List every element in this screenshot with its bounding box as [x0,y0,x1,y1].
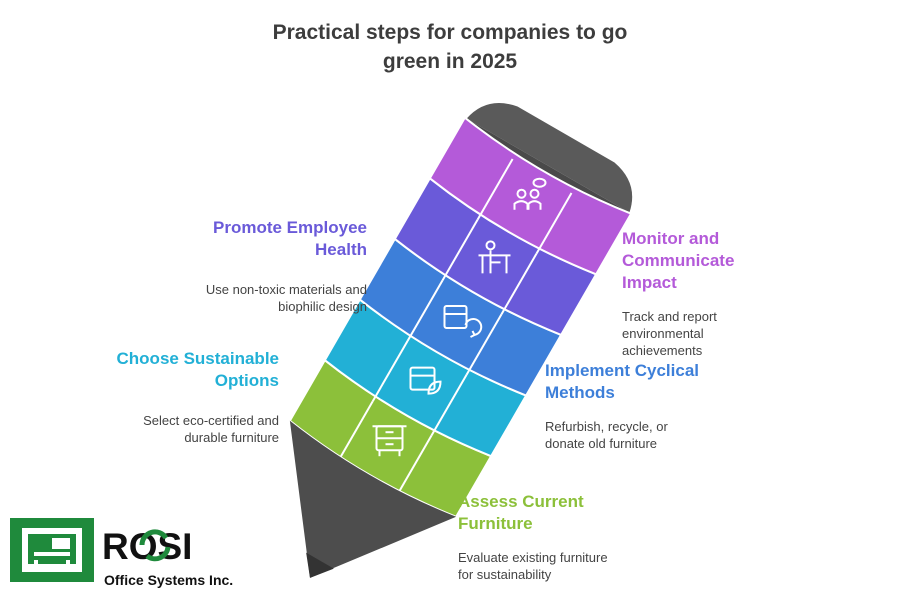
heading-line: Monitor and [622,229,720,248]
pencil-tip [289,420,457,578]
heading-line: Assess Current [458,492,584,511]
title-line-2: green in 2025 [382,50,518,73]
logo-tagline: Office Systems Inc. [104,572,233,588]
step-monitor: Monitor and Communicate Impact Track and… [622,228,792,359]
heading-line: Promote Employee [213,218,367,237]
person-desk-icon [478,240,511,274]
step-implement-desc: Refurbish, recycle, or donate old furnit… [545,418,745,452]
people-chat-icon [513,177,547,210]
pencil-segment-divider [500,253,538,315]
heading-line: Options [214,371,279,390]
desc-line: environmental [622,326,704,341]
pencil-segment-divider [465,313,503,376]
pencil-segment-divider [535,192,573,255]
pencil-segment-divider [476,158,514,221]
desc-line: for sustainability [458,567,552,582]
step-promote-desc: Use non-toxic materials and biophilic de… [150,281,367,315]
pencil-segment-divider [395,434,433,497]
office-cubicle-logo-icon [10,518,94,582]
pencil-segment-divider [430,374,468,436]
pencil-segment-divider [406,279,444,342]
heading-line: Health [315,240,367,259]
step-assess: Assess Current Furniture Evaluate existi… [458,491,658,583]
step-assess-desc: Evaluate existing furniture for sustaina… [458,549,658,583]
heading-line: Communicate [622,251,735,270]
step-implement-heading: Implement Cyclical Methods [545,360,745,404]
pencil-segment-divider [441,219,479,281]
step-choose: Choose Sustainable Options Select eco-ce… [60,348,279,446]
recycle-o-icon [139,529,171,562]
pencil-segment-divider [336,400,374,463]
desc-line: achievements [622,343,703,358]
heading-line: Implement Cyclical [545,361,700,380]
desc-line: Track and report [622,309,717,324]
desc-line: donate old furniture [545,436,658,451]
step-promote-heading: Promote Employee Health [150,217,367,261]
company-logo: ROSI Office Systems Inc. [10,518,233,588]
box-recycle-icon [443,304,483,338]
desc-line: Use non-toxic materials and [205,282,367,297]
pencil [288,103,633,578]
heading-line: Methods [545,383,615,402]
heading-line: Furniture [458,514,533,533]
title-line-1: Practical steps for companies to go [272,21,628,44]
desc-line: Refurbish, recycle, or [545,419,668,434]
heading-line: Impact [622,273,677,292]
step-choose-desc: Select eco-certified and durable furnitu… [60,412,279,446]
step-monitor-desc: Track and report environmental achieveme… [622,308,792,359]
step-monitor-heading: Monitor and Communicate Impact [622,228,792,294]
pencil-eraser [466,103,633,213]
desc-line: biophilic design [278,299,367,314]
step-promote: Promote Employee Health Use non-toxic ma… [150,217,367,315]
step-implement: Implement Cyclical Methods Refurbish, re… [545,360,745,452]
desc-line: Select eco-certified and [143,413,279,428]
nightstand-icon [372,425,407,457]
pencil-segment-divider [371,340,409,402]
heading-line: Choose Sustainable [116,349,279,368]
page-title: Practical steps for companies to go gree… [200,18,700,76]
desc-line: Evaluate existing furniture [458,550,608,565]
step-assess-heading: Assess Current Furniture [458,491,658,535]
box-leaf-icon [409,366,442,395]
desc-line: durable furniture [184,430,279,445]
pencil-point [306,552,334,578]
step-choose-heading: Choose Sustainable Options [60,348,279,392]
